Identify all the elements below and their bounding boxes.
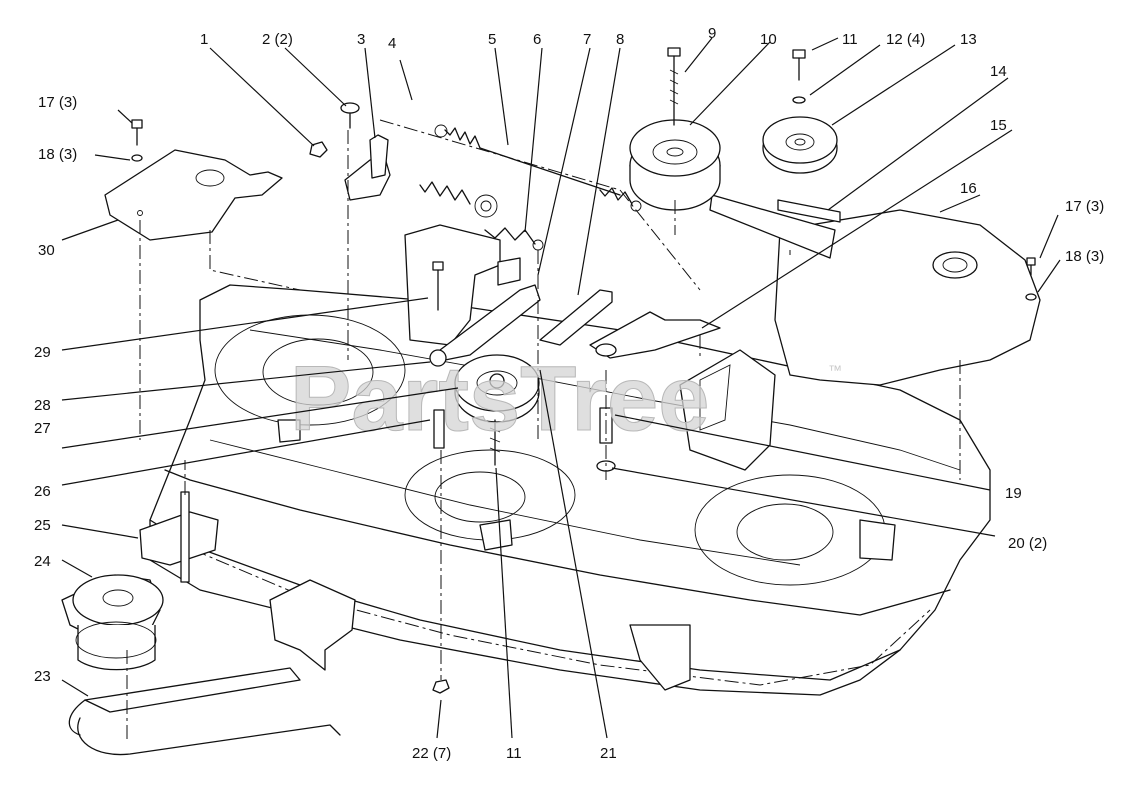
idler-arm-15	[539, 289, 721, 359]
clutch-bracket-25	[139, 491, 219, 583]
callout-12: 12 (4)	[886, 31, 925, 48]
callout-2: 2 (2)	[262, 31, 293, 48]
callout-22: 22 (7)	[412, 745, 451, 762]
callout-20: 20 (2)	[1008, 535, 1047, 552]
callout-28: 28	[34, 397, 51, 414]
right-bracket	[679, 349, 776, 471]
callout-15: 15	[990, 117, 1007, 134]
idler-pulley-10	[629, 119, 721, 211]
callout-21: 21	[600, 745, 617, 762]
idler-arm-assembly	[404, 224, 541, 367]
deflector-rod-14	[709, 194, 841, 259]
callout-4: 4	[388, 35, 396, 52]
callout-19: 19	[1005, 485, 1022, 502]
center-pulley-27	[454, 354, 540, 423]
callout-16: 16	[960, 180, 977, 197]
callout-3: 3	[357, 31, 365, 48]
idler-pulley-13	[762, 116, 838, 174]
callout-13: 13	[960, 31, 977, 48]
callout-labels: 1 2 (2) 3 4 5 6 7 8 9 10 11 12 (4) 13 14…	[34, 25, 1104, 762]
callout-7: 7	[583, 31, 591, 48]
drive-belt-23	[68, 667, 341, 756]
callout-11-top: 11	[842, 31, 858, 48]
watermark-text: PartsTree	[290, 348, 709, 450]
mower-deck-shell	[149, 284, 991, 696]
callout-5: 5	[488, 31, 496, 48]
callout-11-bottom: 11	[506, 745, 522, 762]
leader-lines	[61, 37, 1061, 739]
callout-17-right: 17 (3)	[1065, 198, 1104, 215]
watermark-trademark: ™	[828, 362, 842, 378]
callout-9: 9	[708, 25, 716, 42]
callout-8: 8	[616, 31, 624, 48]
callout-18-left: 18 (3)	[38, 146, 77, 163]
callout-14: 14	[990, 63, 1007, 80]
watermark: PartsTree ™	[290, 348, 843, 451]
pto-clutch-24	[61, 574, 164, 671]
callout-26: 26	[34, 483, 51, 500]
callout-17-left: 17 (3)	[38, 94, 77, 111]
hardware	[126, 47, 1037, 740]
deck-cover-16	[774, 209, 1041, 386]
belt-guard-plate-30	[104, 149, 283, 241]
callout-25: 25	[34, 517, 51, 534]
callout-18-right: 18 (3)	[1065, 248, 1104, 265]
callout-23: 23	[34, 668, 51, 685]
callout-10: 10	[760, 31, 777, 48]
callout-27: 27	[34, 420, 51, 437]
callout-1: 1	[200, 31, 208, 48]
callout-30: 30	[38, 242, 55, 259]
callout-6: 6	[533, 31, 541, 48]
callout-24: 24	[34, 553, 51, 570]
callout-29: 29	[34, 344, 51, 361]
